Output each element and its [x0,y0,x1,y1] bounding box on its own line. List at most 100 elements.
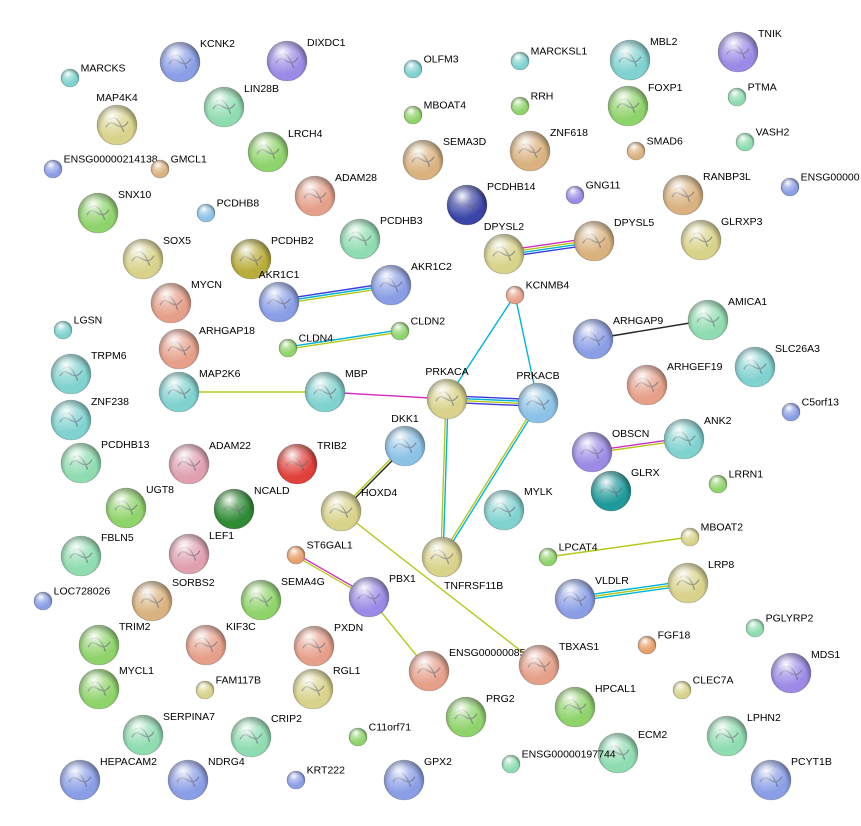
node-foxp1[interactable]: FOXP1 [607,82,683,127]
node-loc728026[interactable]: LOC728026 [33,585,110,611]
node-adam28[interactable]: ADAM28 [294,172,377,217]
node-amica1[interactable]: AMICA1 [687,296,767,341]
node-gng11[interactable]: GNG11 [565,179,621,205]
node-map2k6[interactable]: MAP2K6 [158,368,241,413]
node-pcdhb14[interactable]: PCDHB14 [446,181,536,226]
node-glrx[interactable]: GLRX [590,467,660,512]
node-snx10[interactable]: SNX10 [77,189,151,234]
edge-lpcat4-mboat2[interactable] [547,536,691,558]
node-ensg00000[interactable]: ENSG00000 [780,171,860,197]
node-serpina7[interactable]: SERPINA7 [122,711,215,756]
node-dixdc1[interactable]: DIXDC1 [266,37,346,82]
node-pglyrp2[interactable]: PGLYRP2 [745,612,813,638]
node-pcdhb3[interactable]: PCDHB3 [339,215,423,260]
edge-hoxd4-tbxas1[interactable] [340,510,540,666]
node-sox5[interactable]: SOX5 [122,235,191,280]
node-fbln5[interactable]: FBLN5 [60,532,134,577]
node-olfm3[interactable]: OLFM3 [403,53,459,79]
node-ensg00000214138[interactable]: ENSG00000214138 [43,153,158,179]
node-crip2[interactable]: CRIP2 [230,713,302,758]
node-ugt8[interactable]: UGT8 [105,484,174,529]
node-arhgef19[interactable]: ARHGEF19 [626,361,723,406]
node-pcdhb13[interactable]: PCDHB13 [60,439,150,484]
node-lrrn1[interactable]: LRRN1 [708,468,763,494]
node-ecm2[interactable]: ECM2 [597,729,667,774]
node-prkaca[interactable]: PRKACA [425,366,469,420]
edge-kcnmb4-prkaca[interactable] [446,294,516,400]
node-st6gal1[interactable]: ST6GAL1 [286,539,353,565]
node-cldn2[interactable]: CLDN2 [390,315,445,341]
node-tnik[interactable]: TNIK [717,28,782,73]
node-kcnmb4[interactable]: KCNMB4 [505,279,570,305]
node-ensg00000197744[interactable]: ENSG00000197744 [501,748,616,774]
node-znf238[interactable]: ZNF238 [50,396,129,441]
node-ensg00000085276[interactable]: ENSG00000085276 [408,647,543,692]
node-gpx2[interactable]: GPX2 [383,756,452,801]
node-smad6[interactable]: SMAD6 [626,135,683,161]
node-trpm6[interactable]: TRPM6 [50,350,127,395]
node-marcks[interactable]: MARCKS [60,62,126,88]
node-sema3d[interactable]: SEMA3D [402,136,487,181]
node-marcksl1[interactable]: MARCKSL1 [510,45,587,71]
node-slc26a3[interactable]: SLC26A3 [734,343,820,388]
node-map4k4[interactable]: MAP4K4 [96,92,138,146]
node-lef1[interactable]: LEF1 [168,530,234,575]
edge-mbp-prkaca[interactable] [324,391,448,400]
node-lgsn[interactable]: LGSN [53,314,102,340]
node-akr1c2[interactable]: AKR1C2 [370,261,452,306]
node-cldn4[interactable]: CLDN4 [278,332,333,358]
node-ptma[interactable]: PTMA [727,81,777,107]
node-vash2[interactable]: VASH2 [735,126,789,152]
node-clec7a[interactable]: CLEC7A [672,674,734,700]
node-fam117b[interactable]: FAM117B [195,674,261,700]
node-c5orf13[interactable]: C5orf13 [781,396,839,422]
edge-cldn4-cldn2[interactable] [287,329,401,350]
node-lpcat4[interactable]: LPCAT4 [538,541,598,567]
node-mboat2[interactable]: MBOAT2 [680,521,743,547]
node-lphn2[interactable]: LPHN2 [706,712,781,757]
node-rgl1[interactable]: RGL1 [292,665,361,710]
node-ank2[interactable]: ANK2 [663,415,732,460]
node-pxdn[interactable]: PXDN [293,622,363,667]
node-pcdhb2[interactable]: PCDHB2 [230,235,314,280]
node-mycl1[interactable]: MYCL1 [78,665,154,710]
node-ranbp3l[interactable]: RANBP3L [662,171,751,216]
node-mds1[interactable]: MDS1 [770,649,840,694]
node-mycn[interactable]: MYCN [150,279,222,324]
node-adam22[interactable]: ADAM22 [168,440,251,485]
node-ndrg4[interactable]: NDRG4 [167,756,245,801]
node-tbxas1[interactable]: TBXAS1 [518,641,599,686]
node-trib2[interactable]: TRIB2 [276,440,347,485]
node-mylk[interactable]: MYLK [483,486,553,531]
node-vldlr[interactable]: VLDLR [554,575,629,620]
node-kif3c[interactable]: KIF3C [185,621,256,666]
node-lrp8[interactable]: LRP8 [667,559,734,604]
node-arhgap18[interactable]: ARHGAP18 [158,325,255,370]
node-lin28b[interactable]: LIN28B [203,83,279,128]
node-rrh[interactable]: RRH [510,90,553,116]
node-dpysl5[interactable]: DPYSL5 [573,217,654,262]
node-arhgap9[interactable]: ARHGAP9 [572,315,663,360]
node-pcyt1b[interactable]: PCYT1B [750,756,832,801]
edge-prkaca-tnfrsf11b[interactable] [440,398,449,558]
node-c11orf71[interactable]: C11orf71 [348,721,411,747]
node-akr1c1[interactable]: AKR1C1 [259,269,300,323]
node-obscn[interactable]: OBSCN [571,428,649,473]
node-krt222[interactable]: KRT222 [286,764,345,790]
node-prg2[interactable]: PRG2 [445,693,515,738]
node-hpcal1[interactable]: HPCAL1 [554,683,636,728]
node-fgf18[interactable]: FGF18 [637,629,690,655]
node-prkacb[interactable]: PRKACB [516,370,560,424]
node-trim2[interactable]: TRIM2 [78,621,151,666]
node-dkk1[interactable]: DKK1 [384,413,426,467]
node-lrch4[interactable]: LRCH4 [247,128,323,173]
edge-prkacb-tnfrsf11b[interactable] [440,402,540,558]
node-znf618[interactable]: ZNF618 [509,127,588,172]
node-mbp[interactable]: MBP [304,368,368,413]
node-pcdhb8[interactable]: PCDHB8 [196,197,259,223]
node-hepacam2[interactable]: HEPACAM2 [59,756,157,801]
node-hoxd4[interactable]: HOXD4 [320,487,397,532]
node-tnfrsf11b[interactable]: TNFRSF11B [421,536,503,592]
node-glrxp3[interactable]: GLRXP3 [680,216,763,261]
node-sorbs2[interactable]: SORBS2 [131,577,215,622]
